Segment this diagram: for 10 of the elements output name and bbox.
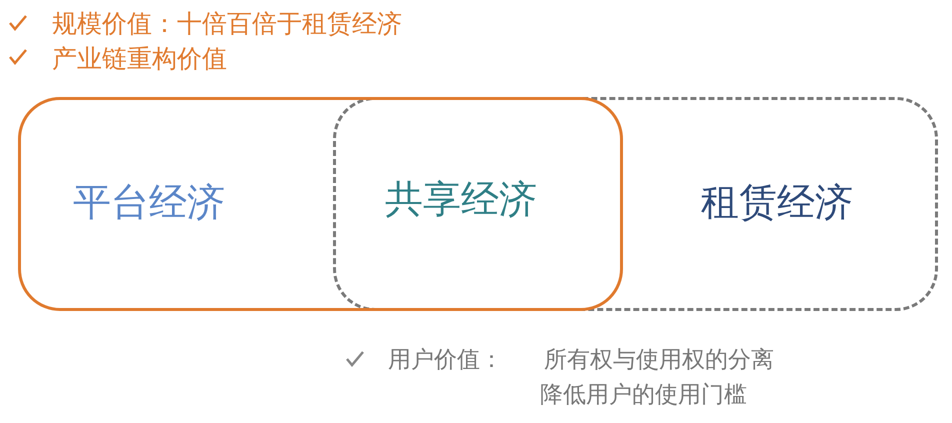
- note-text: 所有权与使用权的分离: [544, 348, 774, 374]
- note-text: 规模价值：十倍百倍于租赁经济: [52, 10, 402, 38]
- node-label: 平台经济: [73, 182, 225, 224]
- note-text: 产业链重构价值: [52, 45, 227, 72]
- node-label: 租赁经济: [701, 182, 853, 224]
- note-heading: 用户价值：: [388, 348, 503, 374]
- note-text: 降低用户的使用门槛: [540, 383, 747, 408]
- rounded-box: [18, 97, 623, 311]
- dashed-rounded-box: [333, 97, 938, 311]
- overlap-label: 共享经济: [385, 179, 537, 221]
